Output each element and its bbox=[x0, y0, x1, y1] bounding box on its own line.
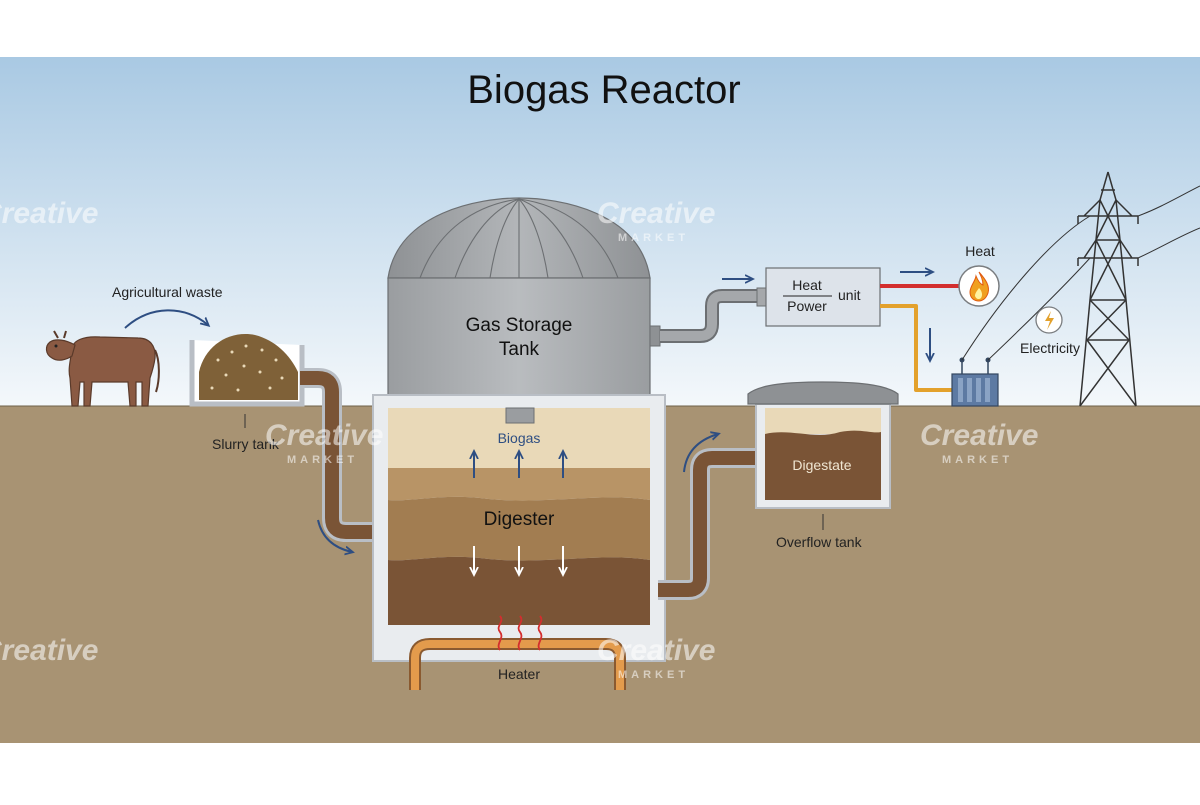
watermark-brand: Creative bbox=[597, 197, 715, 230]
transformer-icon bbox=[951, 357, 999, 407]
heat-power-numerator: Heat bbox=[792, 277, 822, 293]
overflow-tank-label: Overflow tank bbox=[776, 534, 863, 550]
digestate-label: Digestate bbox=[792, 457, 851, 473]
heat-power-unit bbox=[756, 267, 881, 327]
slurry-tank bbox=[189, 334, 305, 407]
watermark: Creative Creative Creative MARKET Creati… bbox=[0, 0, 1039, 681]
watermark-brand: Creative bbox=[920, 0, 1038, 17]
heat-power-unit-suffix: unit bbox=[838, 287, 861, 303]
gas-storage-label-line1: Gas Storage bbox=[466, 315, 573, 336]
cow-icon bbox=[45, 330, 160, 407]
biogas-label: Biogas bbox=[498, 430, 541, 446]
agricultural-waste-arrow bbox=[124, 309, 208, 329]
digester-label: Digester bbox=[484, 509, 555, 530]
watermark-sub: MARKET bbox=[618, 669, 689, 681]
heater-label: Heater bbox=[498, 666, 540, 682]
gas-storage-tank bbox=[387, 197, 661, 396]
settling-arrows bbox=[474, 546, 563, 574]
outlet-flow-arrow bbox=[683, 434, 718, 473]
inlet-pipe bbox=[300, 371, 380, 539]
watermark-sub: MARKET bbox=[942, 454, 1013, 466]
power-wires bbox=[961, 185, 1200, 361]
heat-power-denominator: Power bbox=[787, 298, 827, 314]
overflow-tank bbox=[747, 381, 899, 509]
watermark-brand: Creative bbox=[265, 419, 383, 452]
outlet-pipe bbox=[658, 451, 768, 597]
electricity-label: Electricity bbox=[1020, 340, 1080, 356]
watermark-brand: Creative bbox=[0, 197, 98, 230]
watermark-brand: Creative bbox=[920, 419, 1038, 452]
lightning-icon bbox=[1035, 306, 1063, 334]
slurry-tank-label: Slurry tank bbox=[212, 436, 280, 452]
heat-label: Heat bbox=[965, 243, 995, 259]
watermark-brand: Creative bbox=[597, 634, 715, 667]
digester bbox=[372, 394, 666, 662]
inlet-flow-arrow bbox=[317, 519, 352, 552]
gas-storage-label-line2: Tank bbox=[499, 339, 540, 360]
watermark-brand: Creative bbox=[0, 634, 98, 667]
page-title: Biogas Reactor bbox=[467, 68, 740, 112]
heat-waves-icon bbox=[497, 615, 543, 651]
watermark-brand: Creative bbox=[265, 0, 383, 17]
flame-icon bbox=[958, 265, 1000, 307]
power-pylon-icon bbox=[1077, 171, 1139, 407]
watermark-sub: MARKET bbox=[618, 232, 689, 244]
power-output-line bbox=[880, 304, 952, 392]
agricultural-waste-label: Agricultural waste bbox=[112, 284, 223, 300]
biogas-rising-arrows bbox=[474, 452, 563, 478]
gas-pipe bbox=[660, 291, 760, 341]
watermark-sub: MARKET bbox=[287, 454, 358, 466]
heater-pipe bbox=[411, 640, 624, 690]
